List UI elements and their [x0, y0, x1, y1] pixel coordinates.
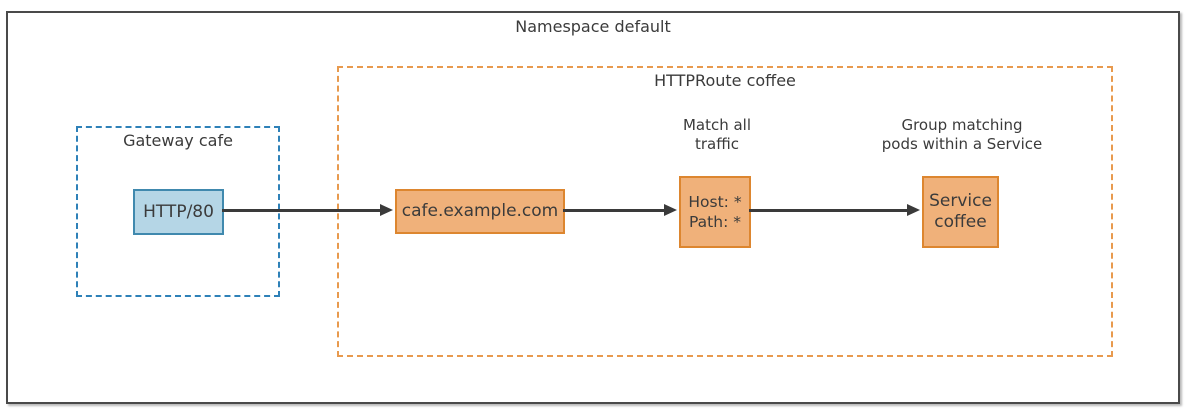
- service-node: Service coffee: [922, 176, 999, 248]
- listener-node: HTTP/80: [133, 189, 224, 235]
- arrow-line: [749, 209, 909, 212]
- arrow-right-icon: [907, 204, 920, 216]
- gateway-group: Gateway cafe HTTP/80: [76, 126, 280, 297]
- service-annotation-line1: Group matching: [901, 116, 1023, 134]
- listener-label: HTTP/80: [143, 201, 214, 222]
- gateway-group-label: Gateway cafe: [123, 131, 233, 150]
- match-annotation-line2: traffic: [695, 135, 739, 153]
- match-rule-node: Host: * Path: *: [679, 176, 751, 248]
- service-name-line2: coffee: [934, 212, 987, 232]
- match-annotation: Match all traffic: [635, 116, 799, 154]
- arrow-line: [563, 209, 666, 212]
- service-annotation-line2: pods within a Service: [881, 135, 1043, 153]
- httproute-group-label: HTTPRoute coffee: [654, 71, 796, 90]
- match-annotation-line1: Match all: [682, 116, 752, 134]
- httproute-group: HTTPRoute coffee Match all traffic Group…: [337, 66, 1113, 357]
- namespace-title: Namespace default: [515, 17, 671, 36]
- match-rule-path: Path: *: [689, 213, 741, 231]
- arrow-right-icon: [380, 204, 393, 216]
- arrow-right-icon: [664, 204, 677, 216]
- namespace-boundary: Namespace default Gateway cafe HTTP/80 H…: [6, 11, 1180, 404]
- arrow-line: [222, 209, 382, 212]
- match-rule-host: Host: *: [688, 193, 742, 211]
- hostname-node: cafe.example.com: [395, 189, 565, 234]
- service-annotation: Group matching pods within a Service: [860, 116, 1064, 154]
- service-name-line1: Service: [929, 191, 992, 211]
- hostname-label: cafe.example.com: [401, 201, 559, 221]
